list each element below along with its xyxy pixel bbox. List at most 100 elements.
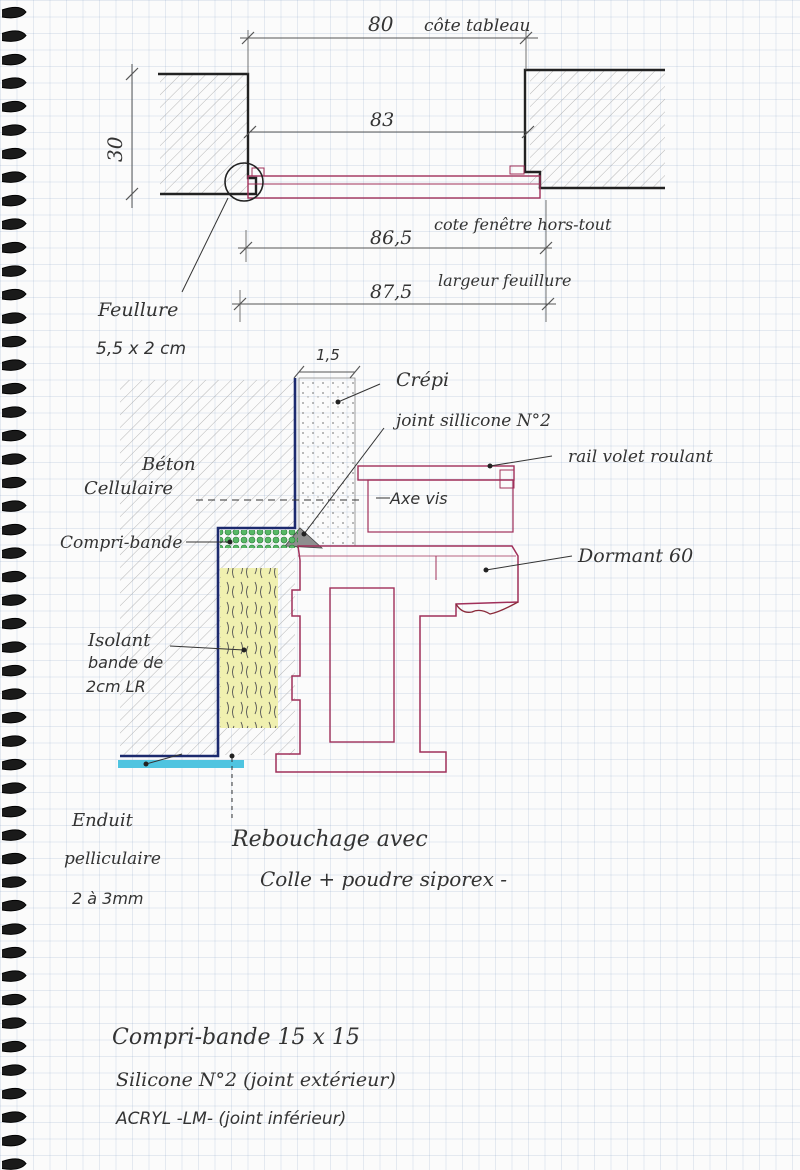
spiral-ring [1,993,27,1006]
label-rebouchage-1: Rebouchage avec [231,827,428,852]
wall-outline-blue [120,378,297,758]
label-dormant: Dormant 60 [577,545,693,567]
right-wall-outline [523,68,665,190]
spiral-ring [1,923,27,935]
label-enduit-2: pelliculaire [64,849,161,869]
label-enduit-1: Enduit [71,810,134,831]
isolant-pattern [220,568,278,728]
label-enduit-3: 2 à 3mm [72,889,144,908]
spiral-ring [1,53,27,66]
spiral-ring [1,782,27,794]
label-axe-vis: Axe vis [389,489,448,508]
dim-inner-value: 83 [370,109,394,131]
dim-top-value: 1,5 [316,346,340,364]
right-wall-hatch [530,70,665,188]
spiral-ring [1,100,27,113]
dim-window-label: cote fenêtre hors-tout [434,215,612,234]
rebate-circle [224,162,264,202]
label-beton-1: Béton [141,454,196,475]
spiral-ring [1,946,27,959]
spiral-ring [1,570,27,583]
spiral-binding [1,6,27,1170]
spiral-ring [1,641,27,653]
feuillure-size: 5,5 x 2 cm [96,339,186,359]
spiral-ring [1,1158,27,1170]
spiral-ring [1,1040,27,1053]
spiral-ring [1,852,27,865]
top-plan-view: 80 côte tableau 30 83 86,5 cote fenêtre … [96,12,665,359]
spiral-ring [1,265,27,277]
spiral-ring [1,500,27,512]
spiral-ring [1,406,27,418]
compri-bande [220,530,298,548]
spiral-ring [1,1017,27,1029]
label-compri-bande: Compri-bande [60,533,182,553]
spiral-ring [1,171,27,183]
window-frame [247,175,541,199]
spiral-ring [1,523,27,536]
label-isolant-2: bande de [88,653,163,672]
spiral-ring [1,429,27,442]
detail-section-view: 1,5 Crépi joint sillico [60,346,713,908]
feuillure-label: Feullure [97,299,178,321]
dim-tableau-label: côte tableau [424,16,530,36]
dim-window-value: 86,5 [370,227,412,249]
spiral-ring [1,829,27,841]
spiral-ring [1,476,27,489]
spiral-ring [1,594,27,606]
label-isolant-3: 2cm LR [86,677,146,696]
spiral-ring [1,241,27,254]
spiral-ring [1,194,27,207]
spiral-ring [1,758,27,771]
label-crepi: Crépi [396,369,449,391]
spiral-ring [1,970,27,982]
spiral-ring [1,876,27,888]
spiral-ring [1,617,27,630]
spiral-ring [1,382,27,395]
note-line-3: ACRYL -LM- (joint inférieur) [115,1109,346,1129]
spiral-ring [1,1087,27,1100]
spiral-ring [1,77,27,89]
left-wall-outline [158,72,258,196]
spiral-ring [1,1134,27,1147]
spiral-ring [1,147,27,160]
rail-box [367,479,514,533]
label-joint-silicone: joint sillicone N°2 [392,411,551,431]
spiral-ring [1,1064,27,1076]
note-line-1: Compri-bande 15 x 15 [112,1025,360,1050]
spiral-ring [1,711,27,724]
spiral-ring [1,288,27,301]
dim-rebate-label: largeur feuillure [438,271,572,290]
note-line-2: Silicone N°2 (joint extérieur) [116,1069,396,1091]
dim-rebate-value: 87,5 [370,281,412,303]
label-rebouchage-2: Colle + poudre siporex - [260,867,507,891]
spiral-ring [1,312,27,324]
spiral-ring [1,1111,27,1123]
label-beton-2: Cellulaire [84,478,173,499]
label-isolant-1: Isolant [87,630,151,651]
dim-tableau-value: 80 [368,12,394,36]
spiral-ring [1,124,27,136]
left-wall-hatch [160,74,248,194]
spiral-ring [1,688,27,700]
enduit-layer [118,760,244,768]
spiral-ring [1,547,27,559]
spiral-ring [1,335,27,348]
bottom-notes: Compri-bande 15 x 15 Silicone N°2 (joint… [112,1025,396,1129]
spiral-ring [1,805,27,818]
spiral-ring [1,664,27,677]
spiral-ring [1,735,27,747]
dormant-chamber [329,587,395,743]
dim-height-value: 30 [103,136,127,162]
spiral-ring [1,30,27,42]
spiral-ring [1,6,27,19]
rebate-leader [181,197,229,293]
spiral-ring [1,899,27,912]
spiral-ring [1,453,27,465]
dormant-frame [275,545,519,773]
label-rail: rail volet roulant [568,447,713,467]
spiral-ring [1,359,27,371]
spiral-ring [1,218,27,230]
